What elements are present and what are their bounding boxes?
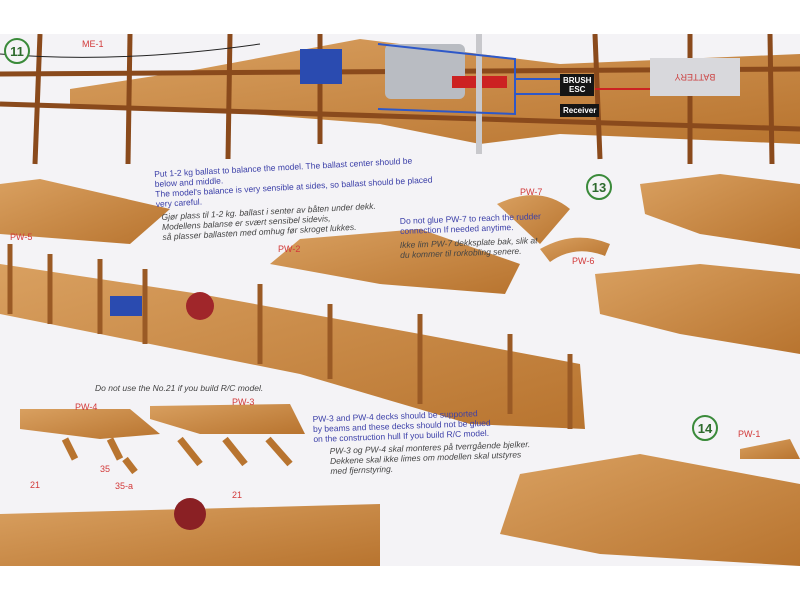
label-pw3: PW-3 [232, 397, 255, 407]
label-35: 35 [100, 464, 111, 474]
part-pw6 [540, 237, 610, 262]
beams-21 [61, 436, 293, 475]
battery-label: BATTERY [650, 58, 740, 96]
hull-bottom [0, 504, 380, 566]
hull-step13-deck [595, 264, 800, 354]
brush-esc-line2: ESC [569, 85, 586, 94]
hull-side-view [0, 244, 585, 429]
part-pw4 [20, 409, 160, 439]
part-pw2 [270, 229, 520, 294]
label-21: 21 [30, 480, 41, 490]
label-pw7: PW-7 [520, 187, 543, 197]
label-pw4: PW-4 [75, 402, 98, 412]
hull-top-view [0, 34, 800, 165]
step-number-14: 14 [692, 415, 718, 441]
step-number-13: 13 [586, 174, 612, 200]
label-21-beams: 21 [232, 490, 243, 500]
hull-step14 [500, 454, 800, 566]
part-pw5 [0, 179, 170, 244]
label-pw2: PW-2 [278, 244, 301, 254]
assembly-illustrations [0, 34, 800, 566]
label-35a: 35-a [115, 481, 134, 491]
decks-text-en: PW-3 and PW-4 decks should be supported … [312, 408, 491, 444]
part-pw7 [497, 195, 570, 244]
no21-note: Do not use the No.21 if you build R/C mo… [95, 383, 264, 393]
hull-step13-top [640, 174, 800, 249]
step-number-11: 11 [4, 38, 30, 64]
label-pw5: PW-5 [10, 232, 33, 242]
brush-esc-line1: BRUSH [563, 76, 592, 85]
label-pw1: PW-1 [738, 429, 761, 439]
label-pw6: PW-6 [572, 256, 595, 266]
part-pw3 [150, 404, 305, 434]
label-me1: ME-1 [82, 39, 104, 49]
part-pw1 [740, 439, 800, 459]
receiver-label: Receiver [560, 104, 600, 117]
